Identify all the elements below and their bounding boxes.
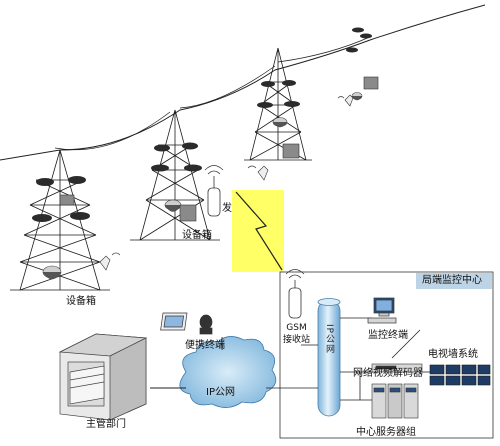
ip-cloud bbox=[179, 336, 277, 408]
camera-icon bbox=[42, 92, 363, 280]
lightning-icon bbox=[235, 191, 283, 271]
monitoring-center-header bbox=[416, 273, 492, 289]
main-department-building-icon bbox=[58, 333, 148, 421]
ip-network-vertical-label: IP公网 bbox=[324, 324, 334, 355]
monitoring-center-frame bbox=[279, 271, 494, 439]
decoder-icon bbox=[371, 363, 423, 373]
equipment-box-label-1: 设备箱 bbox=[66, 296, 96, 307]
central-server-label: 中心服务器组 bbox=[356, 427, 416, 438]
portable-terminal-icon bbox=[160, 312, 213, 335]
center-connections bbox=[301, 317, 430, 401]
server-group-icon bbox=[371, 383, 419, 419]
monitoring-center-title: 局端监控中心 bbox=[422, 275, 482, 286]
network-decoder-label: 网络视频解码器 bbox=[353, 368, 423, 379]
overhead-cable bbox=[0, 4, 486, 161]
ip-network-pipe bbox=[317, 299, 341, 417]
tower-3 bbox=[244, 47, 312, 161]
transmitter-antenna-icon bbox=[204, 165, 224, 217]
wireless-antenna-icon bbox=[99, 94, 354, 271]
portable-terminal-label: 便携终端 bbox=[185, 340, 225, 351]
tv-wall-label: 电视墙系统 bbox=[428, 349, 478, 360]
equipment-box-label-2: 设备箱 bbox=[182, 230, 212, 241]
monitor-terminal-icon bbox=[367, 297, 397, 324]
monitor-terminal-label: 监控终端 bbox=[368, 330, 408, 341]
tv-wall-icon bbox=[429, 364, 491, 386]
ip-network-label: IP公网 bbox=[206, 387, 235, 398]
main-department-label: 主管部门 bbox=[86, 419, 126, 430]
gsm-station-icon bbox=[285, 269, 305, 319]
tower-equipment bbox=[32, 27, 372, 222]
wireless-link-highlight bbox=[232, 190, 284, 272]
equipment-box-icon bbox=[59, 76, 379, 222]
gsm-station-label: GSM 接收站 bbox=[283, 323, 311, 345]
transmit-label: 发 bbox=[222, 203, 232, 214]
